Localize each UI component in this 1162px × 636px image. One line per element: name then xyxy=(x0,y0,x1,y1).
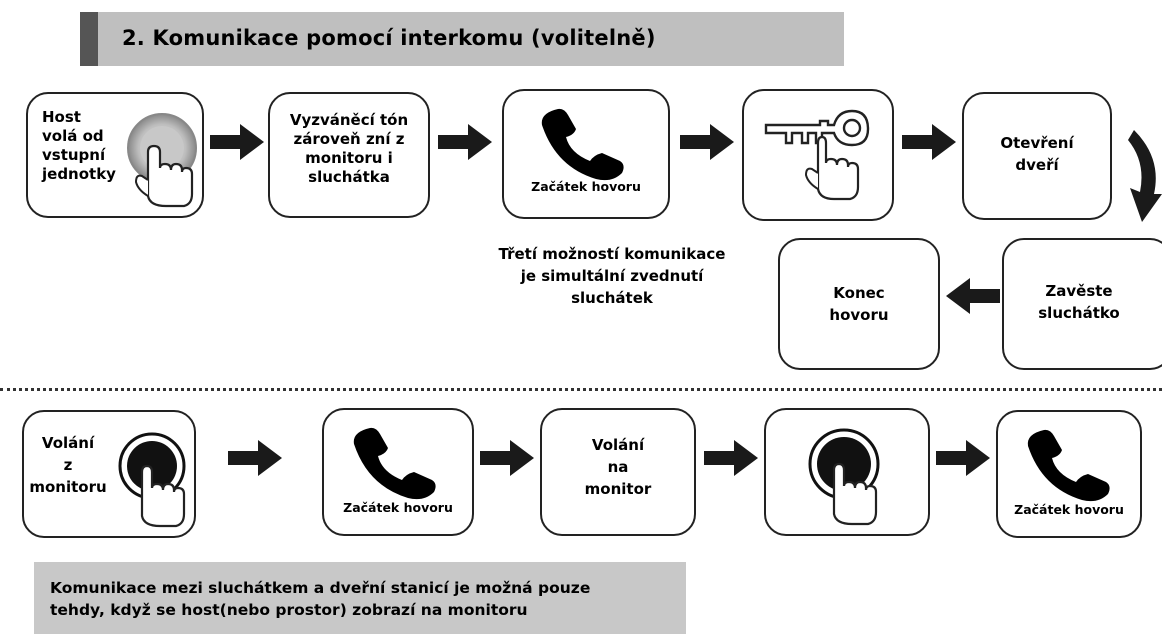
step-call-from-monitor: Volání z monitoru xyxy=(22,410,196,538)
handset-icon xyxy=(1027,429,1110,502)
key-press-icon xyxy=(764,109,870,201)
call-start-caption: Začátek hovoru xyxy=(531,179,641,194)
text-line: tehdy, když se host(nebo prostor) zobraz… xyxy=(50,601,528,619)
arrow-right-icon xyxy=(680,124,734,160)
step-call-end: Konec hovoru xyxy=(778,238,940,370)
call-start-caption: Začátek hovoru xyxy=(343,500,453,515)
doorbell-press-icon xyxy=(127,113,197,208)
step-call-to-monitor-text: Volání na monitor xyxy=(542,434,694,500)
third-option-note: Třetí možností komunikace je simultální … xyxy=(482,243,742,309)
text-line: Konec xyxy=(833,284,885,302)
arrow-right-icon xyxy=(902,124,956,160)
text-line: volá od xyxy=(42,127,104,145)
arrow-right-icon xyxy=(704,440,758,476)
text-line: Otevření xyxy=(1000,134,1074,152)
dotted-divider xyxy=(0,388,1162,391)
step-call-to-monitor: Volání na monitor xyxy=(540,408,696,536)
text-line: hovoru xyxy=(829,306,889,324)
footer-note: Komunikace mezi sluchátkem a dveřní stan… xyxy=(34,562,686,634)
arrow-right-icon xyxy=(480,440,534,476)
section-title-bar: 2. Komunikace pomocí interkomu (voliteln… xyxy=(80,12,844,66)
text-line: vstupní xyxy=(42,146,106,164)
step-call-start-3: Začátek hovoru xyxy=(996,410,1142,538)
step-call-end-text: Konec hovoru xyxy=(780,282,938,326)
arrow-right-icon xyxy=(228,440,282,476)
handset-icon xyxy=(541,108,624,181)
step-hang-up: Zavěste sluchátko xyxy=(1002,238,1162,370)
text-line: monitoru i xyxy=(305,149,393,167)
text-line: sluchátka xyxy=(308,168,390,186)
text-line: jednotky xyxy=(42,165,116,183)
step-call-from-monitor-text: Volání z monitoru xyxy=(26,432,110,498)
title-marker xyxy=(80,12,98,66)
text-line: Zavěste xyxy=(1045,282,1113,300)
text-line: monitoru xyxy=(29,478,107,496)
text-line: dveří xyxy=(1015,156,1059,174)
step-guest-calls: Host volá od vstupní jednotky xyxy=(26,92,204,218)
arrow-right-icon xyxy=(936,440,990,476)
text-line: zároveň zní z xyxy=(293,130,405,148)
text-line: Volání xyxy=(41,434,95,452)
step-call-start-2: Začátek hovoru xyxy=(322,408,474,536)
text-line: Třetí možností komunikace xyxy=(498,245,726,263)
step-door-open-text: Otevření dveří xyxy=(964,132,1110,176)
arrow-right-icon xyxy=(438,124,492,160)
text-line: sluchátko xyxy=(1038,304,1120,322)
step-press-button xyxy=(764,408,930,536)
button-press-icon xyxy=(808,428,880,526)
text-line: je simultální zvednutí xyxy=(520,267,704,285)
text-line: Volání xyxy=(591,436,645,454)
handset-icon xyxy=(353,427,436,500)
arrow-left-icon xyxy=(946,278,1000,314)
arrow-right-icon xyxy=(210,124,264,160)
text-line: Komunikace mezi sluchátkem a dveřní stan… xyxy=(50,579,591,597)
text-line: na xyxy=(607,458,629,476)
step-call-start: Začátek hovoru xyxy=(502,89,670,219)
text-line: Host xyxy=(42,108,81,126)
step-ringtone: Vyzváněcí tón zároveň zní z monitoru i s… xyxy=(268,92,430,218)
text-line: sluchátek xyxy=(571,289,653,307)
section-title: 2. Komunikace pomocí interkomu (voliteln… xyxy=(122,26,656,50)
step-guest-calls-text: Host volá od vstupní jednotky xyxy=(42,108,116,184)
step-door-open: Otevření dveří xyxy=(962,92,1112,220)
text-line: z xyxy=(63,456,73,474)
step-hang-up-text: Zavěste sluchátko xyxy=(1004,280,1154,324)
text-line: monitor xyxy=(584,480,652,498)
curved-arrow-icon xyxy=(1128,130,1162,222)
call-start-caption: Začátek hovoru xyxy=(1014,502,1124,517)
step-unlock-key xyxy=(742,89,894,221)
text-line: Vyzváněcí tón xyxy=(289,111,409,129)
step-ringtone-text: Vyzváněcí tón zároveň zní z monitoru i s… xyxy=(270,111,428,187)
button-press-icon xyxy=(118,432,186,528)
